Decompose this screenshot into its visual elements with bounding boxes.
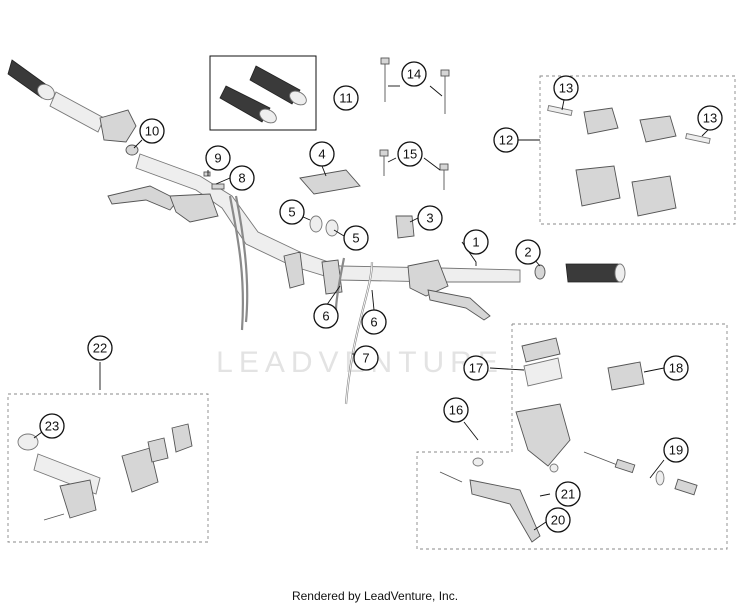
callout-8: 8 [229, 165, 255, 191]
master-cylinder [407, 259, 449, 297]
callout-13-left: 13 [553, 75, 579, 101]
clamp-kit-box [539, 75, 736, 225]
svg-text:2: 2 [524, 245, 531, 260]
callout-11: 11 [333, 85, 359, 111]
svg-text:21: 21 [561, 487, 575, 502]
grip-set [219, 65, 307, 124]
svg-text:16: 16 [449, 403, 463, 418]
svg-text:13: 13 [559, 81, 573, 96]
callout-9: 9 [205, 145, 231, 171]
cable-adjuster [203, 171, 211, 177]
callout-5-right: 5 [343, 225, 369, 251]
callout-20: 20 [545, 507, 571, 533]
front-brake-lever [427, 289, 491, 321]
svg-text:5: 5 [352, 231, 359, 246]
svg-text:19: 19 [669, 443, 683, 458]
svg-text:15: 15 [403, 147, 417, 162]
throttle-kit [17, 423, 193, 521]
left-lever-perch [169, 193, 219, 223]
callout-16: 16 [443, 397, 469, 423]
callouts: 1 2 3 4 5 5 6 6 7 8 9 10 11 12 13 13 14 … [39, 61, 723, 533]
crossbar-pad [299, 169, 361, 195]
leader-lines [33, 85, 709, 531]
callout-15: 15 [397, 141, 423, 167]
svg-text:23: 23 [45, 419, 59, 434]
bolt-set-15 [379, 149, 449, 190]
right-grip [565, 263, 623, 283]
brake-lever-kit [469, 479, 541, 543]
svg-text:14: 14 [407, 67, 421, 82]
callout-21: 21 [555, 481, 581, 507]
svg-text:5: 5 [288, 205, 295, 220]
grip-set-box [209, 55, 317, 131]
svg-text:8: 8 [238, 171, 245, 186]
svg-text:13: 13 [703, 111, 717, 126]
svg-text:18: 18 [669, 361, 683, 376]
callout-5-left: 5 [279, 199, 305, 225]
callout-3: 3 [417, 205, 443, 231]
svg-text:6: 6 [370, 315, 377, 330]
svg-text:22: 22 [93, 341, 107, 356]
master-cylinder-kit [439, 337, 698, 543]
svg-text:3: 3 [426, 211, 433, 226]
kill-switch [395, 215, 415, 239]
callout-14: 14 [401, 61, 427, 87]
reservoir-cap [521, 337, 561, 363]
callout-23: 23 [39, 413, 65, 439]
reservoir-clamp [607, 361, 645, 391]
throttle-cable [228, 195, 245, 331]
bolt-set-14 [380, 57, 450, 114]
svg-text:11: 11 [339, 91, 353, 106]
bushing-right [325, 219, 339, 237]
callout-12: 12 [493, 127, 519, 153]
throttle-tube [49, 91, 105, 133]
bar-end-washer [534, 264, 546, 280]
bushing-left [309, 215, 323, 233]
throttle-washer [17, 433, 39, 451]
callout-7: 7 [353, 345, 379, 371]
master-cylinder-body [515, 403, 571, 467]
bar-clamp-right [321, 259, 343, 295]
svg-text:10: 10 [145, 124, 159, 139]
svg-text:7: 7 [362, 351, 369, 366]
bar-clamp-left [283, 251, 305, 289]
callout-6-right: 6 [361, 309, 387, 335]
svg-text:9: 9 [214, 151, 221, 166]
svg-text:12: 12 [499, 133, 513, 148]
callout-1: 1 [463, 229, 489, 255]
callout-22: 22 [87, 335, 113, 361]
handlebar-assembly [7, 59, 626, 405]
svg-text:1: 1 [472, 235, 479, 250]
callout-19: 19 [663, 437, 689, 463]
callout-6-left: 6 [313, 303, 339, 329]
svg-text:17: 17 [469, 361, 483, 376]
callout-2: 2 [515, 239, 541, 265]
svg-text:6: 6 [322, 309, 329, 324]
clamp-kit [547, 105, 711, 217]
master-cylinder-kit-box [416, 323, 728, 550]
svg-text:20: 20 [551, 513, 565, 528]
throttle-housing [99, 109, 137, 143]
callout-4: 4 [309, 141, 335, 167]
callout-18: 18 [663, 355, 689, 381]
left-lever [107, 185, 179, 211]
svg-text:4: 4 [318, 147, 325, 162]
callout-17: 17 [463, 355, 489, 381]
footer-credit: Rendered by LeadVenture, Inc. [291, 589, 459, 603]
callout-10: 10 [139, 118, 165, 144]
reservoir-diaphragm [523, 357, 563, 387]
callout-13-right: 13 [697, 105, 723, 131]
